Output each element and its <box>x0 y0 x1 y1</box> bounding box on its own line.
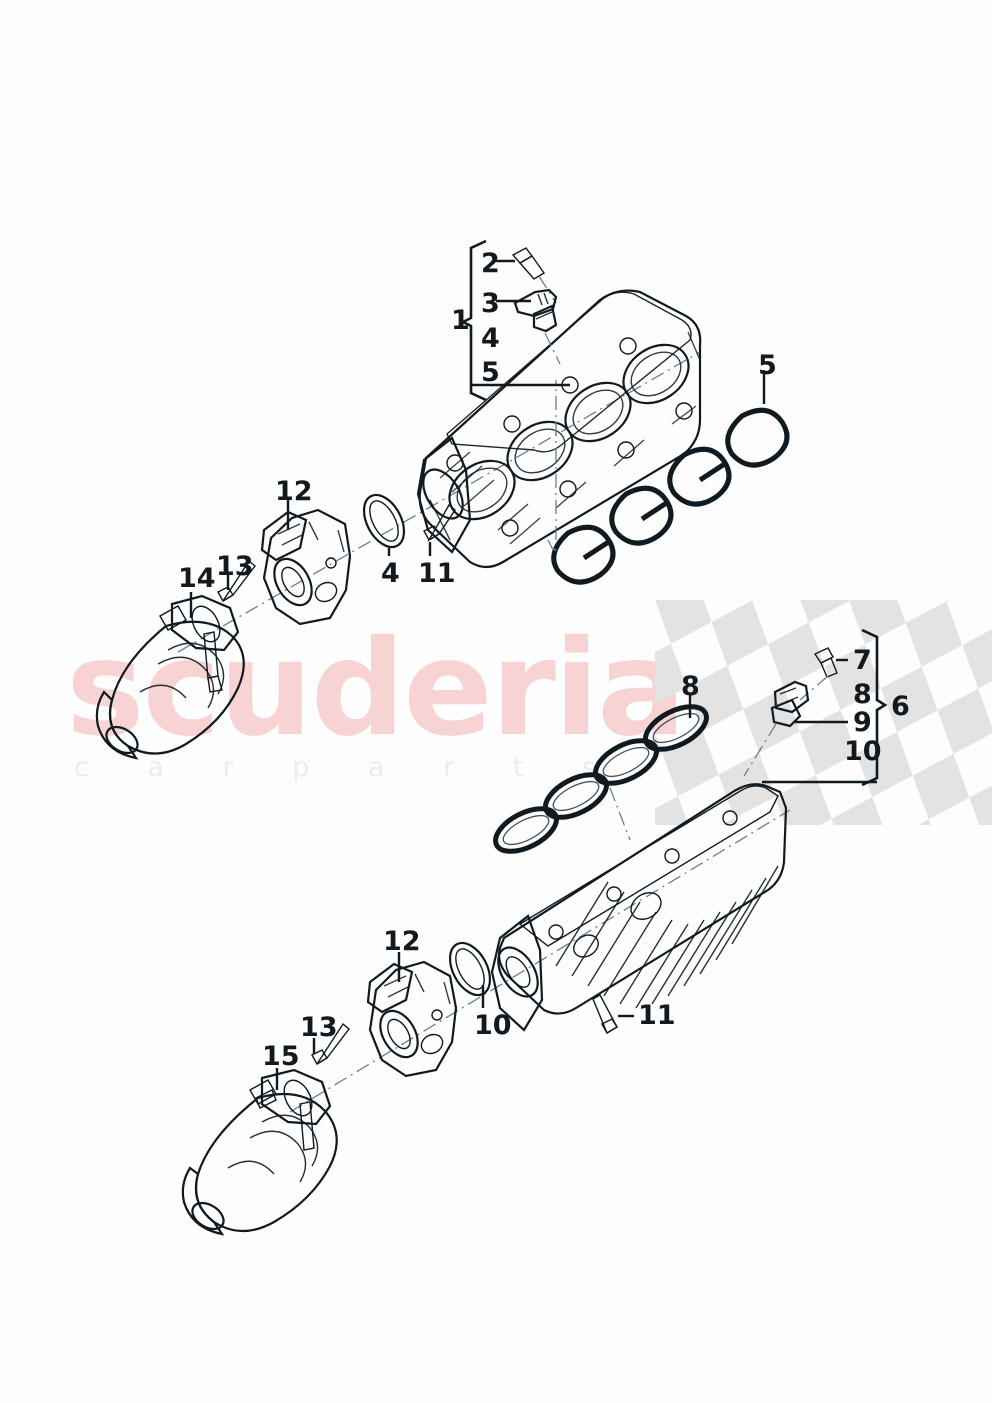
part-intake-manifold-lower <box>490 783 788 1032</box>
callout-13-lower: 13 <box>300 1012 338 1043</box>
callout-5-group: 5 <box>481 357 500 388</box>
callout-6: 6 <box>891 691 910 722</box>
callout-1: 1 <box>451 305 470 336</box>
part-bolt-7 <box>799 647 838 701</box>
callout-12-upper: 12 <box>275 476 313 507</box>
part-oring-10 <box>448 941 492 997</box>
part-pressure-sensor-9 <box>743 680 810 777</box>
part-gasket-5 <box>547 380 790 585</box>
callout-12-lower: 12 <box>383 926 421 957</box>
watermark-subtitle: c a r p a r t s <box>74 752 622 783</box>
callout-2: 2 <box>481 248 500 279</box>
part-bolt-11-lower <box>592 994 618 1035</box>
callout-7: 7 <box>853 645 872 676</box>
callout-14: 14 <box>178 563 216 594</box>
part-oring-4 <box>362 493 406 549</box>
callout-5-gasket: 5 <box>758 350 777 381</box>
callout-10-group: 10 <box>844 736 882 767</box>
bracket-group-1 <box>460 239 487 402</box>
callout-13-upper: 13 <box>216 551 254 582</box>
part-intake-hose-15 <box>181 1068 338 1236</box>
watermark-brand: scuderia <box>66 612 686 766</box>
callout-4-group: 4 <box>481 323 500 354</box>
callout-3: 3 <box>481 288 500 319</box>
part-bolt-11-upper <box>423 503 456 542</box>
bracket-group-6 <box>861 628 888 787</box>
part-throttle-body-12-upper <box>260 508 352 626</box>
part-intake-manifold-upper <box>416 289 702 569</box>
callout-15: 15 <box>262 1041 300 1072</box>
part-bolt-2 <box>511 247 557 304</box>
callout-8-gasket: 8 <box>681 671 700 702</box>
part-gasket-8 <box>493 704 709 854</box>
part-bolt-13-lower <box>311 1022 350 1065</box>
callout-4-oring: 4 <box>381 558 400 589</box>
part-throttle-body-12-lower <box>366 960 458 1078</box>
callout-11-upper: 11 <box>418 558 456 589</box>
callout-10-oring: 10 <box>474 1010 512 1041</box>
callout-8-group: 8 <box>853 679 872 710</box>
callout-11-lower: 11 <box>638 1000 676 1031</box>
part-intake-hose-14 <box>95 594 245 760</box>
callout-9: 9 <box>853 707 872 738</box>
part-pressure-sensor-3 <box>513 288 561 365</box>
part-bolt-13-upper <box>217 559 256 602</box>
